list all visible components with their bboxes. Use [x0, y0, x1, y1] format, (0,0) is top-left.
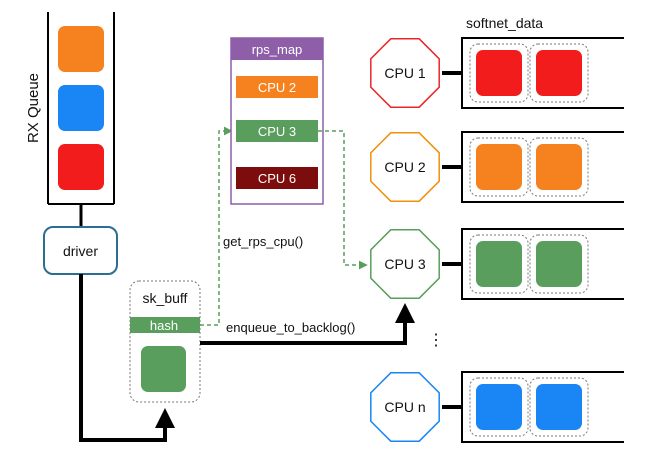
ellipsis-icon: ⋮ — [428, 332, 444, 349]
cpu-row: CPU 3 — [370, 228, 624, 300]
rps-map: rps_map CPU 2 CPU 3 CPU 6 — [230, 37, 324, 205]
softnet-backlog-queue — [461, 131, 624, 203]
backlog-packet-frame — [529, 234, 589, 294]
cpu-label: CPU 3 — [384, 256, 425, 272]
hash-label: hash — [150, 318, 178, 333]
backlog-packet — [536, 241, 582, 287]
driver-label: driver — [63, 243, 98, 259]
cpu-row: CPU 2 — [370, 131, 624, 203]
backlog-packet — [536, 384, 582, 430]
softnet-backlog-queue — [461, 228, 624, 300]
rx-queue — [47, 12, 115, 205]
rx-queue-packet — [58, 85, 104, 131]
cpu-label: CPU n — [384, 399, 425, 415]
rps-map-title: rps_map — [252, 42, 303, 57]
softnet-data-label: softnet_data — [466, 15, 543, 31]
hash-field — [130, 317, 200, 333]
rx-queue-packet — [58, 144, 104, 190]
backlog-packet — [476, 384, 522, 430]
backlog-packet-frame — [469, 43, 529, 103]
backlog-packet-frame — [469, 234, 529, 294]
enqueue-to-backlog-label: enqueue_to_backlog() — [226, 320, 355, 335]
backlog-packet — [476, 241, 522, 287]
rx-queue-packet — [58, 26, 104, 72]
enqueue-to-backlog-arrow — [200, 303, 415, 345]
rps-map-entry: CPU 2 — [236, 76, 318, 98]
backlog-packet-frame — [529, 377, 589, 437]
get-rps-cpu-label: get_rps_cpu() — [223, 234, 303, 249]
backlog-packet — [536, 50, 582, 96]
backlog-packet — [476, 144, 522, 190]
cpu-row: CPU 1 — [370, 37, 624, 109]
driver-to-skbuff-arrow — [79, 274, 175, 442]
rps-map-entry-label: CPU 3 — [258, 124, 296, 139]
cpu-octagon — [370, 38, 440, 108]
rps-map-entry: CPU 3 — [236, 120, 318, 142]
backlog-packet-frame — [529, 43, 589, 103]
backlog-packet-frame — [469, 137, 529, 197]
backlog-packet — [536, 144, 582, 190]
softnet-backlog-queue — [461, 371, 624, 443]
backlog-packet — [476, 50, 522, 96]
rps-map-entry-label: CPU 2 — [258, 80, 296, 95]
cpu-octagon — [370, 372, 440, 442]
rps-map-entry-label: CPU 6 — [258, 171, 296, 186]
backlog-packet-frame — [469, 377, 529, 437]
cpu-octagon — [370, 229, 440, 299]
rps-map-entry: CPU 6 — [236, 167, 318, 189]
sk-buff-label: sk_buff — [143, 290, 188, 306]
rx-queue-label: RX Queue — [25, 73, 42, 143]
cpu-octagon — [370, 132, 440, 202]
cpu-row: CPU n — [370, 371, 624, 443]
softnet-backlog-queue — [461, 37, 624, 109]
backlog-packet-frame — [529, 137, 589, 197]
cpu-label: CPU 2 — [384, 159, 425, 175]
cpu-label: CPU 1 — [384, 65, 425, 81]
sk-buff-packet — [141, 346, 186, 392]
rps-map-to-cpu3-arrow — [318, 130, 368, 270]
get-rps-cpu-arrow — [200, 126, 233, 326]
